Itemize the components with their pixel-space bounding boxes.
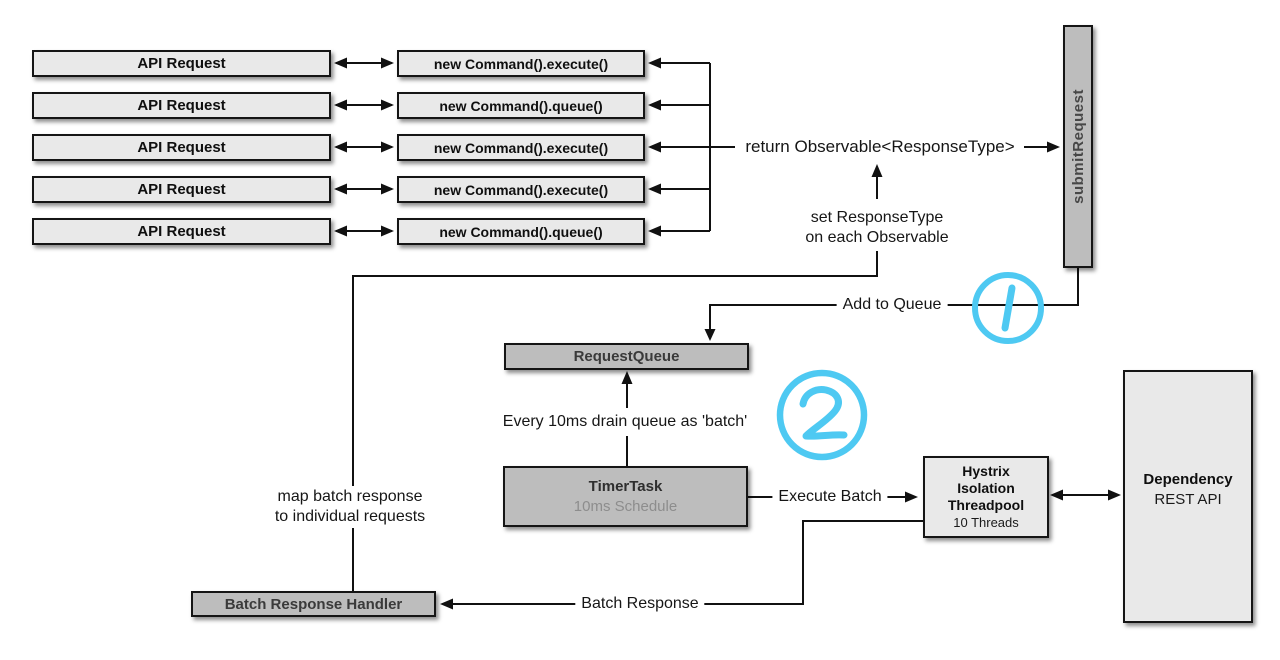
api-request-box: API Request xyxy=(32,218,331,245)
dependency-box: Dependency REST API xyxy=(1123,370,1253,623)
command-box: new Command().execute() xyxy=(397,50,645,77)
timer-task-subtitle: 10ms Schedule xyxy=(573,497,678,515)
batch-response-handler-box: Batch Response Handler xyxy=(191,591,436,617)
submit-request-label: submitRequest xyxy=(1069,89,1087,204)
set-response-type-label: set ResponseType on each Observable xyxy=(805,209,949,246)
request-queue-label: RequestQueue xyxy=(573,348,680,365)
drain-queue-label: Every 10ms drain queue as 'batch' xyxy=(502,413,748,430)
command-label: new Command().execute() xyxy=(433,55,609,72)
command-box: new Command().execute() xyxy=(397,134,645,161)
api-request-box: API Request xyxy=(32,92,331,119)
api-request-label: API Request xyxy=(137,139,226,156)
command-label: new Command().queue() xyxy=(439,223,603,240)
step-1-annotation xyxy=(972,272,1044,344)
api-request-box: API Request xyxy=(32,176,331,203)
api-request-label: API Request xyxy=(137,97,226,114)
hystrix-line: Threadpool xyxy=(947,497,1025,513)
timer-task-box: TimerTask 10ms Schedule xyxy=(503,466,748,527)
command-label: new Command().queue() xyxy=(439,97,603,114)
batch-response-handler-label: Batch Response Handler xyxy=(224,595,403,613)
add-to-queue-label: Add to Queue xyxy=(836,294,948,316)
api-request-label: API Request xyxy=(137,181,226,198)
command-label: new Command().execute() xyxy=(433,181,609,198)
request-queue-box: RequestQueue xyxy=(504,343,749,370)
map-batch-response-label: map batch response to individual request… xyxy=(268,486,432,528)
hystrix-line: Isolation xyxy=(957,480,1015,496)
submit-request-box: submitRequest xyxy=(1063,25,1093,268)
api-request-box: API Request xyxy=(32,50,331,77)
api-request-label: API Request xyxy=(137,223,226,240)
batch-response-label: Batch Response xyxy=(575,593,705,615)
dependency-title: Dependency xyxy=(1143,471,1233,488)
command-label: new Command().execute() xyxy=(433,139,609,156)
step-2-annotation xyxy=(776,369,868,461)
command-box: new Command().queue() xyxy=(397,92,645,119)
return-observable-label: return Observable<ResponseType> xyxy=(745,137,1015,156)
api-request-box: API Request xyxy=(32,134,331,161)
timer-task-title: TimerTask xyxy=(588,477,663,495)
hystrix-line: Hystrix xyxy=(962,463,1010,479)
execute-batch-label: Execute Batch xyxy=(772,486,888,508)
command-box: new Command().queue() xyxy=(397,218,645,245)
api-request-label: API Request xyxy=(137,55,226,72)
hystrix-threads-label: 10 Threads xyxy=(953,515,1019,530)
command-box: new Command().execute() xyxy=(397,176,645,203)
hystrix-threadpool-box: Hystrix Isolation Threadpool 10 Threads xyxy=(923,456,1049,538)
dependency-subtitle: REST API xyxy=(1154,491,1222,508)
